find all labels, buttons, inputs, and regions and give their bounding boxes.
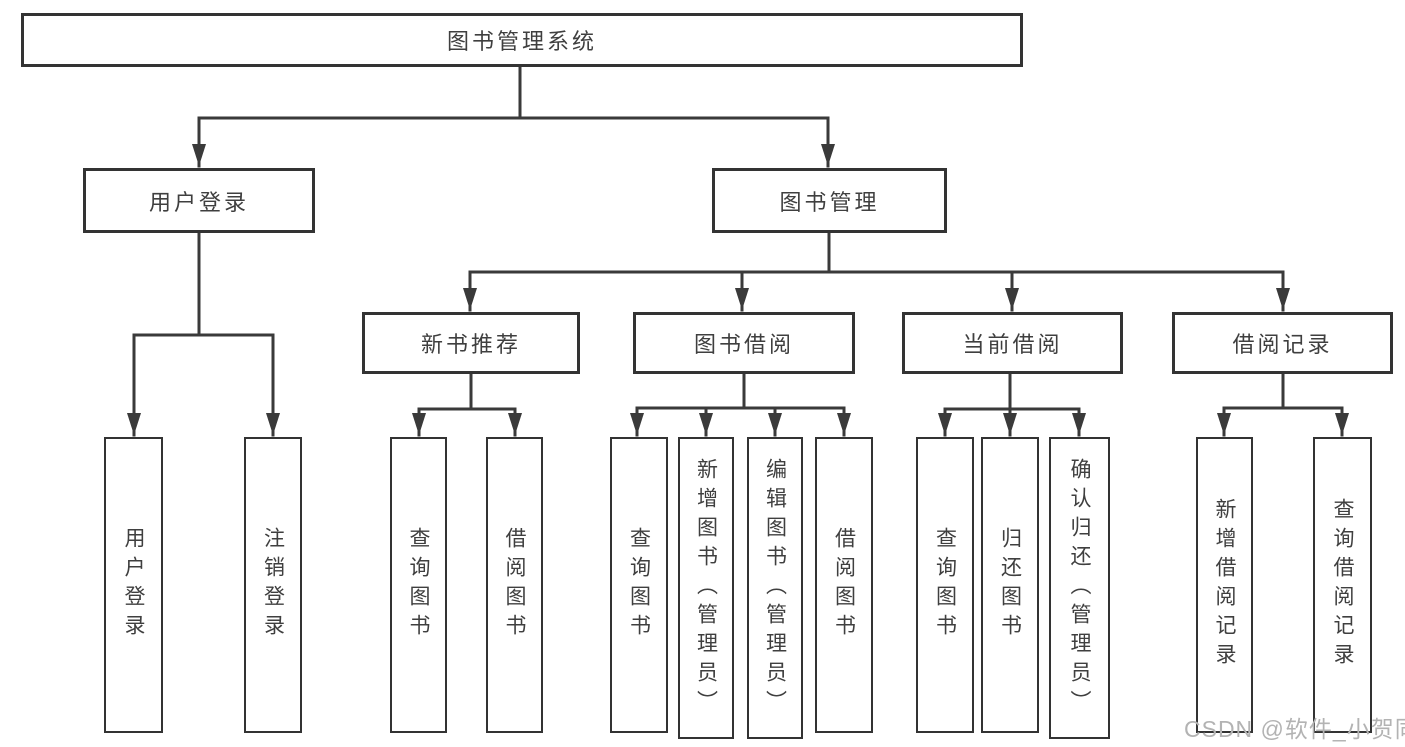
node-logout: 注销登录 bbox=[244, 437, 302, 733]
node-bb-borrow-books: 借阅图书 bbox=[815, 437, 873, 733]
node-current-borrow: 当前借阅 bbox=[902, 312, 1123, 374]
node-bb-edit-book-admin: 编辑图书（管理员） bbox=[747, 437, 803, 739]
node-br-query-record: 查询借阅记录 bbox=[1313, 437, 1372, 733]
node-nbr-borrow-books: 借阅图书 bbox=[486, 437, 543, 733]
node-library-management-system: 图书管理系统 bbox=[21, 13, 1023, 67]
watermark: CSDN @软件_小贺同学 bbox=[1184, 716, 1405, 742]
node-bb-add-book-admin: 新增图书（管理员） bbox=[678, 437, 734, 739]
node-book-management: 图书管理 bbox=[712, 168, 947, 233]
node-br-add-record: 新增借阅记录 bbox=[1196, 437, 1253, 733]
node-user-login: 用户登录 bbox=[83, 168, 315, 233]
node-cb-query-books: 查询图书 bbox=[916, 437, 974, 733]
node-book-borrow: 图书借阅 bbox=[633, 312, 855, 374]
node-new-book-recommend: 新书推荐 bbox=[362, 312, 580, 374]
node-cb-return-books: 归还图书 bbox=[981, 437, 1039, 733]
node-bb-query-books: 查询图书 bbox=[610, 437, 668, 733]
node-cb-confirm-return-admin: 确认归还（管理员） bbox=[1049, 437, 1110, 739]
node-borrow-records: 借阅记录 bbox=[1172, 312, 1393, 374]
node-nbr-query-books: 查询图书 bbox=[390, 437, 447, 733]
node-user-login-action: 用户登录 bbox=[104, 437, 163, 733]
